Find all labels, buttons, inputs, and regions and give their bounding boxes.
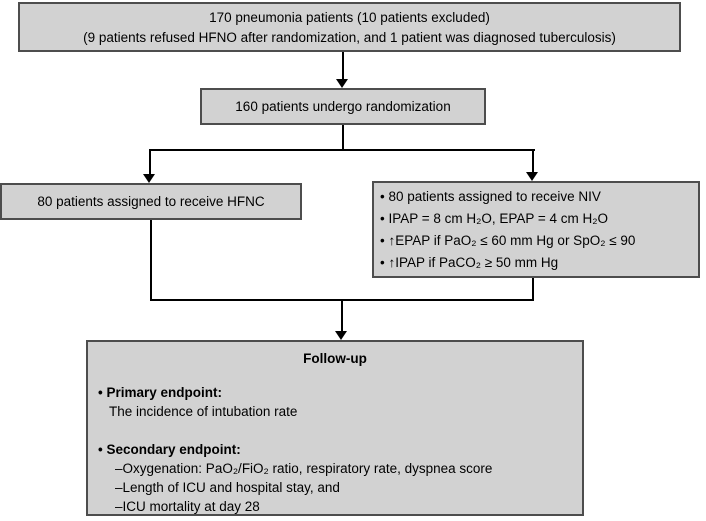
enrollment-line1: 170 pneumonia patients (10 patients excl… xyxy=(209,10,490,25)
followup-title: Follow-up xyxy=(303,351,367,366)
primary-endpoint-text: The incidence of intubation rate xyxy=(109,404,298,419)
connector-branch-horizontal xyxy=(149,149,535,151)
enrollment-box: 170 pneumonia patients (10 patients excl… xyxy=(18,2,681,52)
secondary-endpoint-label: • Secondary endpoint: xyxy=(98,442,241,457)
enrollment-line2: (9 patients refused HFNO after randomiza… xyxy=(83,30,616,45)
arrow-down-head xyxy=(143,174,155,183)
connector-randomization-stub xyxy=(342,125,344,151)
connector-merge-to-followup xyxy=(341,299,343,332)
arrow-down-head xyxy=(335,331,347,340)
primary-endpoint-label: • Primary endpoint: xyxy=(98,385,222,400)
secondary-endpoint-item: –ICU mortality at day 28 xyxy=(115,499,260,514)
secondary-endpoint-item: –Oxygenation: PaO₂/FiO₂ ratio, respirato… xyxy=(115,461,493,476)
connector-hfnc-down xyxy=(150,220,152,301)
connector-branch-right xyxy=(532,149,534,173)
connector-branch-left xyxy=(149,149,151,175)
niv-arm-item: • ↑EPAP if PaO₂ ≤ 60 mm Hg or SpO₂ ≤ 90 xyxy=(380,233,636,248)
connector-top-to-randomization xyxy=(342,52,344,80)
randomization-text: 160 patients undergo randomization xyxy=(235,99,451,114)
hfnc-arm-text: 80 patients assigned to receive HFNC xyxy=(37,194,265,209)
arrow-down-head xyxy=(336,79,348,88)
niv-arm-item: • 80 patients assigned to receive NIV xyxy=(380,189,601,204)
arrow-down-head xyxy=(526,172,538,181)
connector-niv-down xyxy=(532,278,534,301)
niv-arm-item: • IPAP = 8 cm H₂O, EPAP = 4 cm H₂O xyxy=(380,211,609,226)
hfnc-arm-box: 80 patients assigned to receive HFNC xyxy=(0,183,302,220)
randomization-box: 160 patients undergo randomization xyxy=(200,88,486,125)
followup-box: Follow-up • Primary endpoint: The incide… xyxy=(86,340,584,516)
niv-arm-box: • 80 patients assigned to receive NIV • … xyxy=(372,181,700,278)
niv-arm-item: • ↑IPAP if PaCO₂ ≥ 50 mm Hg xyxy=(380,255,559,270)
secondary-endpoint-item: –Length of ICU and hospital stay, and xyxy=(115,480,340,495)
